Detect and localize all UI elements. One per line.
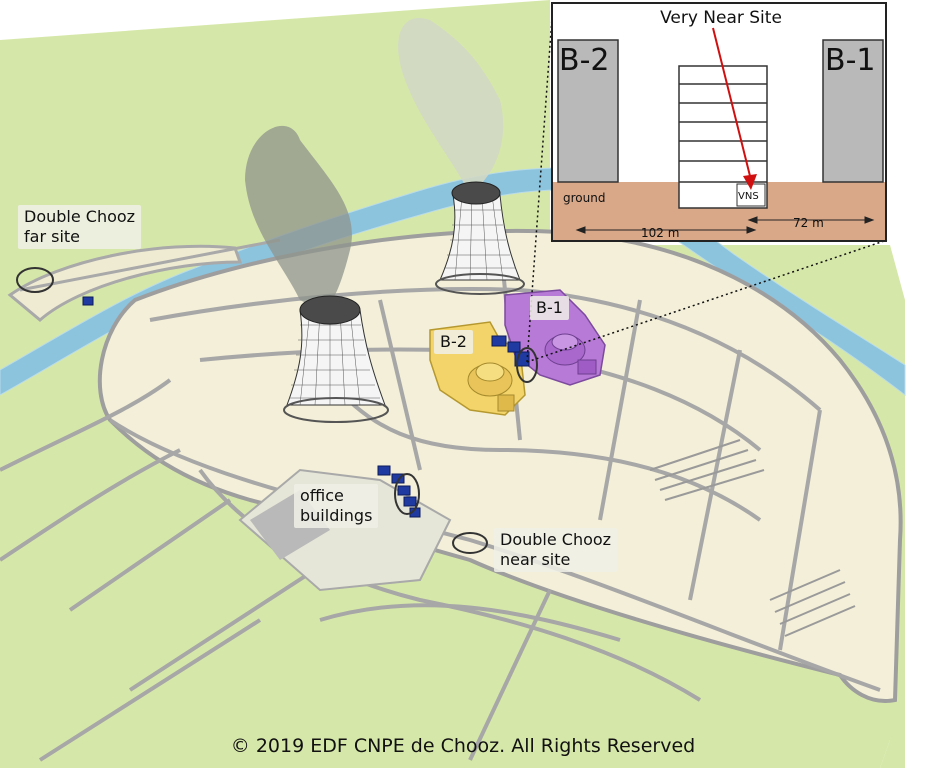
far-site-road	[19, 238, 281, 292]
inset-b2-building	[557, 39, 619, 183]
office-marker	[394, 473, 420, 515]
far-site-label-line2: far site	[24, 227, 80, 246]
inset-diagram	[553, 27, 885, 240]
inset-distance-b2: 102 m	[641, 226, 680, 240]
near-site-label: Double Chooz near site	[494, 528, 618, 572]
very-near-site-inset: Very Near Site B-2 B-1 ground VNS 102 m …	[551, 2, 887, 242]
cooling-tower-2	[283, 295, 389, 423]
inset-distance-b1: 72 m	[793, 216, 824, 230]
far-site-marker	[16, 267, 54, 293]
inset-arrow	[712, 27, 752, 181]
copyright-notice: © 2019 EDF CNPE de Chooz. All Rights Res…	[230, 735, 696, 757]
far-site-label: Double Chooz far site	[18, 205, 142, 249]
reactor-b2-label: B-2	[434, 330, 473, 354]
far-site-label-line1: Double Chooz	[24, 207, 136, 226]
inset-arrowhead	[743, 174, 757, 190]
smoke-plume	[398, 18, 504, 186]
office-label-line2: buildings	[300, 506, 373, 525]
inset-b1-label: B-1	[825, 43, 876, 78]
inset-title: Very Near Site	[660, 8, 782, 28]
inset-ground-label: ground	[563, 191, 606, 205]
office-label: office buildings	[294, 484, 379, 528]
cooling-tower-1	[435, 181, 525, 295]
reactor-b1-label: B-1	[530, 296, 569, 320]
inset-b1-building	[822, 39, 884, 183]
near-site-label-line1: Double Chooz	[500, 530, 612, 549]
inset-b2-label: B-2	[559, 43, 610, 78]
near-site-marker	[452, 532, 488, 554]
far-site-area	[7, 244, 243, 322]
office-label-line1: office	[300, 486, 344, 505]
inset-vns-label: VNS	[738, 191, 759, 202]
callout-line	[526, 239, 888, 363]
smoke-plume	[245, 125, 352, 310]
very-near-site-marker	[516, 347, 538, 383]
inset-dimension	[575, 216, 875, 234]
near-site-label-line2: near site	[500, 550, 571, 569]
parking-lot	[649, 439, 856, 637]
